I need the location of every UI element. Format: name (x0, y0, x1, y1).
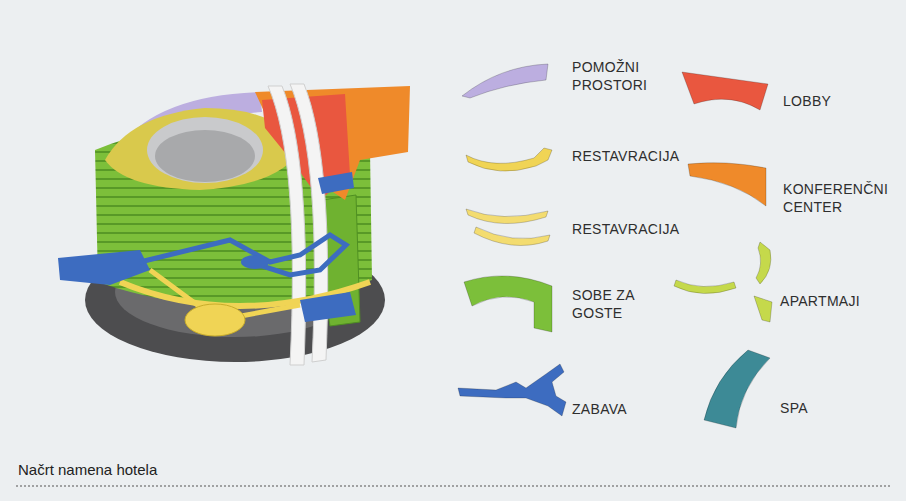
legend-label: SPA (780, 399, 860, 417)
legend-label: KONFERENČNI CENTER (783, 180, 893, 216)
legend-label: LOBBY (783, 92, 893, 110)
courtyard-well (155, 130, 255, 182)
entertainment-deck (318, 172, 354, 194)
legend-label: RESTAVRACIJA (572, 220, 712, 238)
legend-swatch (462, 64, 548, 98)
legend-swatch (688, 163, 766, 206)
legend-shape (456, 362, 568, 420)
legend-shape (462, 205, 554, 255)
legend-label: APARTMAJI (780, 292, 890, 310)
legend-label: POMOŽNI PROSTORI (572, 58, 672, 94)
legend-shape (700, 348, 774, 432)
legend-swatch (464, 276, 552, 332)
legend-shape (464, 130, 556, 175)
entertainment-deck (300, 292, 356, 322)
caption: Načrt namena hotela (18, 461, 157, 478)
legend-shape (686, 160, 770, 210)
legend-label: SOBE ZA GOSTE (572, 286, 647, 322)
legend-swatch (674, 242, 772, 322)
legend-label: ZABAVA (572, 400, 682, 418)
legend-shape (460, 58, 550, 100)
legend-shape (462, 272, 554, 336)
legend-swatch (458, 364, 566, 416)
legend-swatch (682, 72, 768, 110)
elevator-tube (268, 86, 306, 365)
caption-rule (16, 485, 890, 486)
legend-label: RESTAVRACIJA (572, 147, 712, 165)
legend-swatch (466, 209, 550, 246)
restaurant-pod (185, 304, 245, 336)
legend-swatch (704, 350, 770, 428)
legend-shape (672, 240, 776, 325)
entertainment-deck (58, 250, 150, 285)
courtyard (147, 117, 263, 183)
legend-swatch (466, 148, 552, 171)
entertainment-walk (140, 235, 346, 275)
legend-shape (680, 62, 772, 112)
entertainment-pod (241, 255, 269, 269)
